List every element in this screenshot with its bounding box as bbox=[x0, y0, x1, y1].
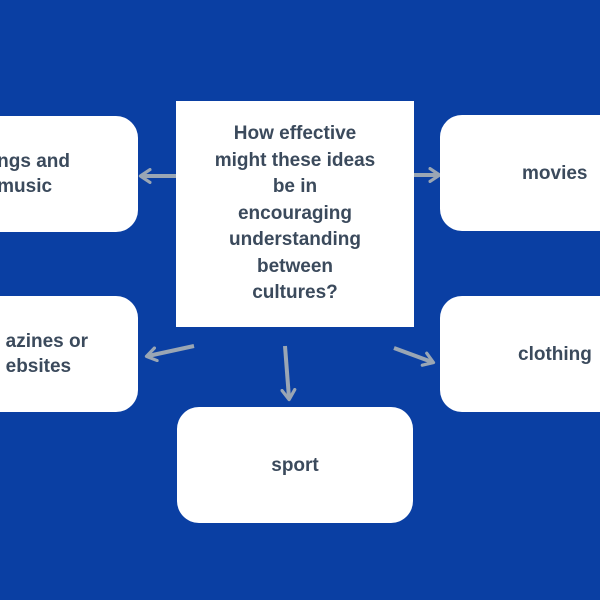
node-magazines-or-websites: azines or ebsites bbox=[0, 296, 138, 412]
arrow-to-magazines bbox=[144, 344, 195, 363]
node-songs-label: ngs and music bbox=[0, 151, 70, 197]
central-question-box: How effective might these ideas be in en… bbox=[176, 101, 414, 327]
central-question-text: How effective might these ideas be in en… bbox=[214, 123, 376, 304]
node-movies: movies bbox=[440, 115, 600, 231]
node-songs-and-music: ngs and music bbox=[0, 116, 138, 232]
node-sport-label: sport bbox=[271, 454, 319, 476]
node-magazines-label: azines or ebsites bbox=[5, 331, 88, 377]
arrow-to-clothing bbox=[393, 346, 436, 367]
node-sport: sport bbox=[177, 407, 413, 523]
node-clothing-label: clothing bbox=[518, 343, 592, 365]
node-clothing: clothing bbox=[440, 296, 600, 412]
node-movies-label: movies bbox=[522, 162, 588, 184]
arrow-to-sport bbox=[280, 345, 297, 402]
